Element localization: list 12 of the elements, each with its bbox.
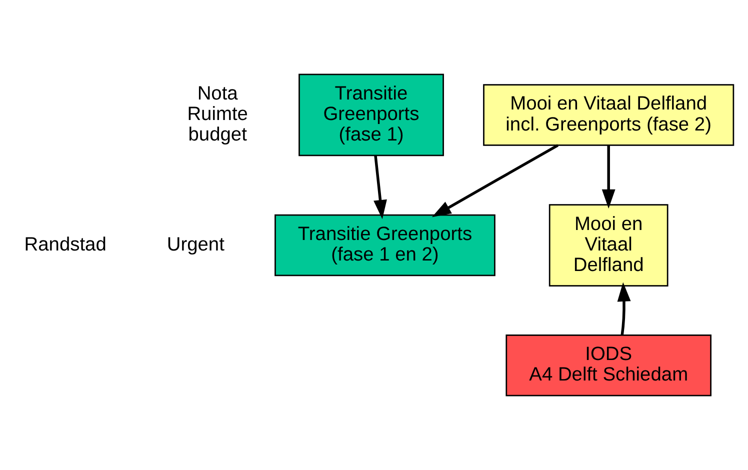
arrow — [617, 282, 631, 336]
arrow — [432, 144, 559, 218]
node-box: Transitie Greenports (fase 1) — [298, 74, 444, 156]
node-box: Mooi en Vitaal Delfland — [548, 204, 668, 286]
node-box: Transitie Greenports (fase 1 en 2) — [274, 214, 496, 276]
arrow — [602, 145, 616, 209]
node-box: IODS A4 Delft Schiedam — [506, 334, 712, 396]
label: Nota Ruimte budget — [187, 83, 248, 146]
label: Urgent — [166, 234, 224, 256]
label: Randstad — [24, 234, 106, 256]
node-box: Mooi en Vitaal Delfland incl. Greenports (fase 2) — [483, 84, 734, 146]
arrow — [374, 156, 387, 220]
